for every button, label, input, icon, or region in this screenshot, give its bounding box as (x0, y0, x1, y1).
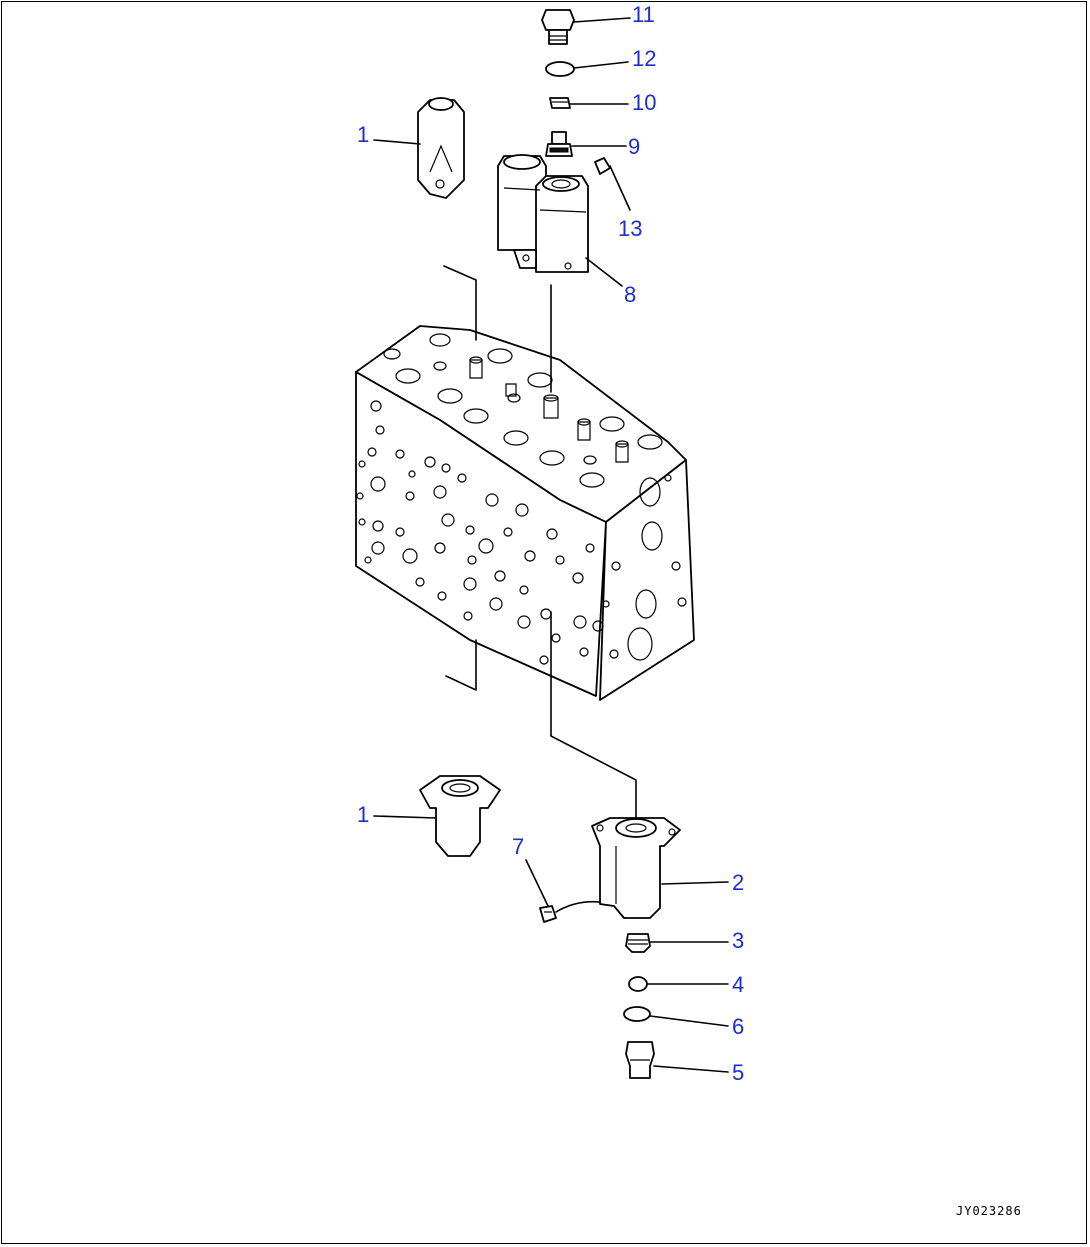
part-10-spacer (549, 97, 571, 109)
callout-6: 6 (732, 1014, 745, 1039)
part-2-housing (591, 817, 681, 919)
callout-10: 10 (632, 90, 657, 115)
assembly-lines (443, 265, 637, 821)
part-8-valve-body (497, 154, 589, 273)
callout-5: 5 (732, 1060, 745, 1085)
callout-9: 9 (628, 134, 641, 159)
part-9-valve (545, 131, 573, 157)
callout-1-top: 1 (357, 122, 370, 147)
callout-8: 8 (624, 282, 637, 307)
callout-13: 13 (618, 216, 643, 241)
part-1-cover-bottom (419, 775, 501, 857)
callout-3: 3 (732, 928, 745, 953)
callout-7: 7 (512, 834, 525, 859)
part-1-cover-top (417, 97, 465, 199)
part-4-nut (628, 976, 648, 992)
part-13-small-plug (594, 157, 611, 175)
leader-lines (373, 17, 729, 1073)
callout-12: 12 (632, 46, 657, 71)
part-6-o-ring (623, 1006, 651, 1022)
part-12-o-ring (545, 61, 575, 77)
callout-2: 2 (732, 870, 745, 895)
part-3-adapter (625, 933, 651, 953)
callout-1-bottom: 1 (357, 802, 370, 827)
part-5-plug (625, 1041, 655, 1079)
callout-4: 4 (732, 972, 745, 997)
valve-block (355, 325, 695, 701)
drawing-code: JY023286 (956, 1204, 1022, 1218)
part-11-plug (541, 9, 575, 45)
part-7-bolt (539, 905, 557, 923)
callout-11: 11 (632, 2, 655, 27)
